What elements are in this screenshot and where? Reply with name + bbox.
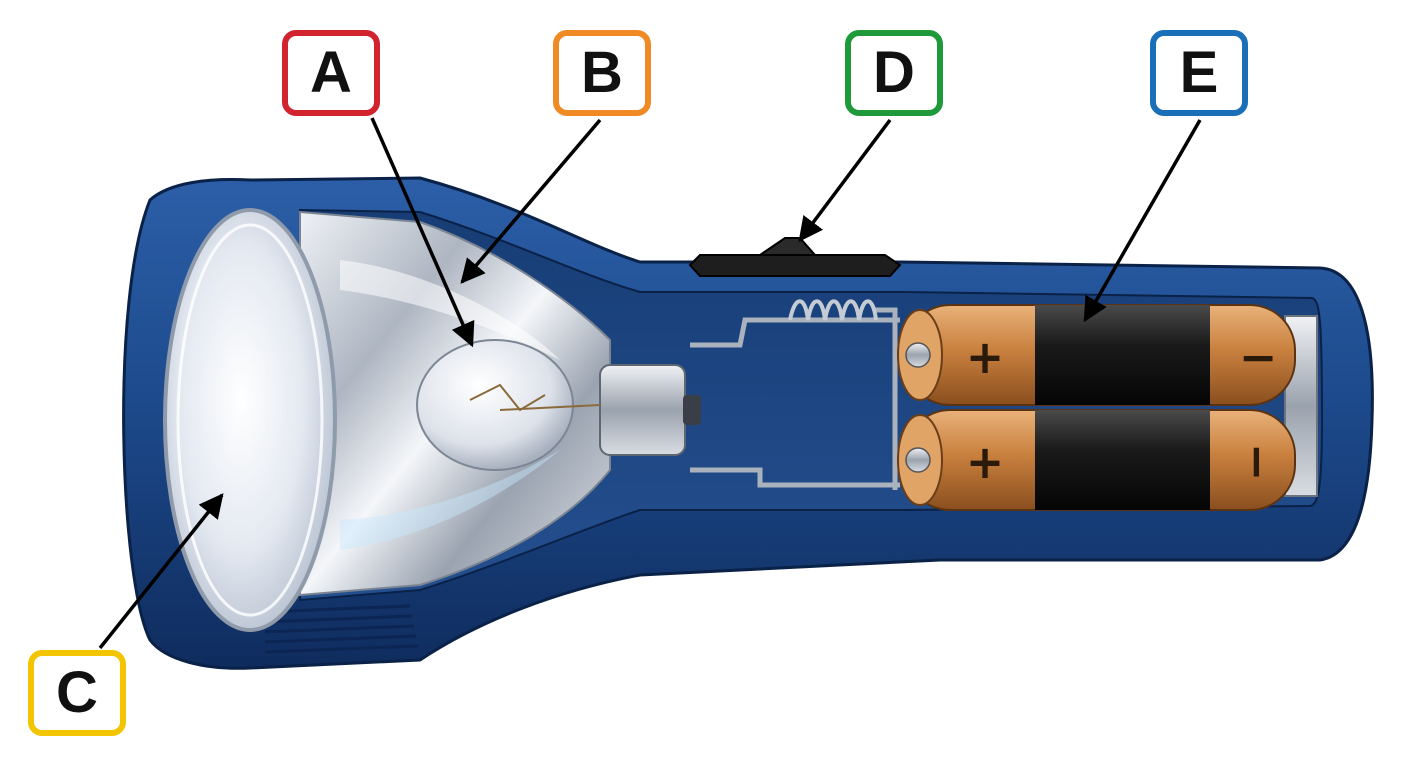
lens <box>163 208 337 632</box>
bulb-socket <box>599 364 686 456</box>
switch-grip <box>756 237 818 256</box>
battery-bottom: + − <box>897 409 1296 511</box>
arrow-b <box>460 118 602 284</box>
grip-ridges <box>264 604 419 654</box>
reflector-highlight <box>340 260 560 360</box>
leader-arrows <box>98 117 1202 650</box>
battery-top-plus: + <box>966 330 1005 384</box>
reflector-highlight-lower <box>340 450 560 550</box>
battery-top-minus: − <box>1239 330 1278 384</box>
battery-top: + − <box>897 304 1296 406</box>
bulb-contact <box>683 395 701 425</box>
battery-bottom-minus: − <box>1231 443 1285 482</box>
switch <box>688 254 902 277</box>
arrow-d <box>798 118 892 242</box>
label-b-text: B <box>581 40 623 105</box>
contact-spring <box>788 299 878 321</box>
label-c: C <box>28 650 126 736</box>
label-d: D <box>845 30 943 116</box>
light-bulb <box>416 339 601 471</box>
battery-bottom-plus: + <box>966 435 1005 489</box>
arrow-a <box>370 117 475 348</box>
label-b: B <box>553 30 651 116</box>
label-a: A <box>282 30 380 116</box>
lens-rim <box>176 223 324 617</box>
label-c-text: C <box>56 660 98 725</box>
arrow-e <box>1083 119 1202 323</box>
switch-circuit <box>690 307 900 490</box>
label-d-text: D <box>873 40 915 105</box>
label-e: E <box>1150 30 1248 116</box>
label-a-text: A <box>310 40 352 105</box>
arrow-c <box>98 493 224 650</box>
label-e-text: E <box>1179 40 1219 105</box>
